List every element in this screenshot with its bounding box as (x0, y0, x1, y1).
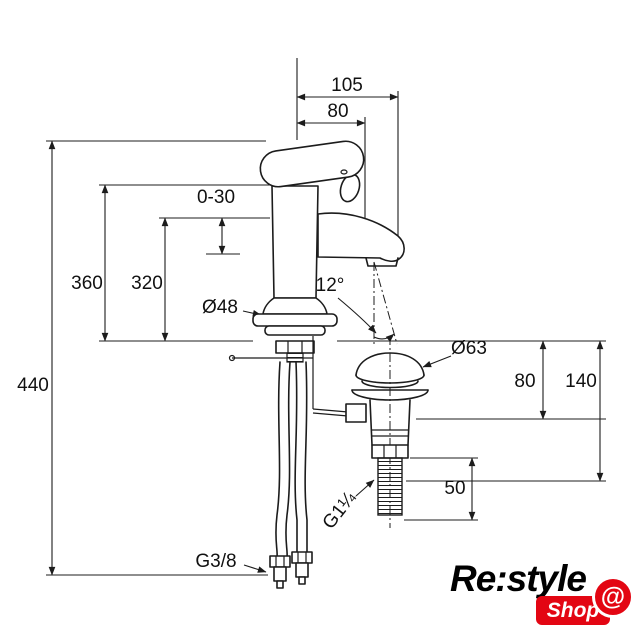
dim-0-30-label: 0-30 (197, 187, 235, 208)
hose-fittings (269, 551, 313, 589)
dim-80-top-label: 80 (327, 101, 348, 122)
faucet-spout (317, 212, 405, 263)
supply-hoses (275, 361, 308, 558)
aerator (365, 257, 399, 267)
waste-flange (351, 389, 429, 401)
dimension-labels: 105 80 0-30 360 320 440 Ø48 12° Ø63 80 1… (17, 75, 597, 572)
g38-leader (243, 564, 267, 573)
lever-handle (259, 140, 365, 188)
dia63-leader (422, 355, 452, 368)
dim-105-label: 105 (331, 75, 363, 96)
dim-80-right-label: 80 (514, 371, 535, 392)
stream-centerline-angled (373, 261, 398, 345)
dim-360-label: 360 (71, 273, 103, 294)
dim-dia63-label: Ø63 (451, 338, 487, 359)
escutcheon-ring (264, 325, 326, 336)
mounting-nut (275, 340, 315, 354)
logo-at-symbol: @ (600, 582, 626, 611)
pivot-nut (345, 403, 367, 423)
faucet-outline (228, 140, 405, 589)
escutcheon-plate (252, 313, 338, 327)
popup-waste-outline (312, 352, 429, 516)
faucet-body (271, 185, 319, 299)
logo-brand-text: Re:style (450, 558, 587, 599)
dim-50-label: 50 (444, 478, 465, 499)
dim-440-label: 440 (17, 375, 49, 396)
g114-leader (355, 479, 375, 497)
dimension-lines (46, 58, 606, 576)
dim-140-label: 140 (565, 371, 597, 392)
dim-12deg-label: 12° (316, 275, 345, 296)
angle-arc (373, 333, 395, 342)
dim-320-label: 320 (131, 273, 163, 294)
logo-shop-label: Shop (546, 598, 600, 622)
restyle-shop-logo: Re:style Shop @ (450, 560, 640, 632)
waste-cap-dome (355, 352, 425, 376)
base-flare (262, 297, 328, 315)
thread-g38-label: G3/8 (195, 551, 236, 572)
angle-leader (337, 297, 377, 334)
dim-dia48-label: Ø48 (202, 297, 238, 318)
lever-dot (340, 169, 348, 175)
logo-at-badge: @ (592, 576, 634, 618)
thread-g114-label: G1¼ (319, 487, 362, 533)
waste-nut (371, 444, 409, 459)
waste-tailpiece-thread (377, 457, 403, 516)
